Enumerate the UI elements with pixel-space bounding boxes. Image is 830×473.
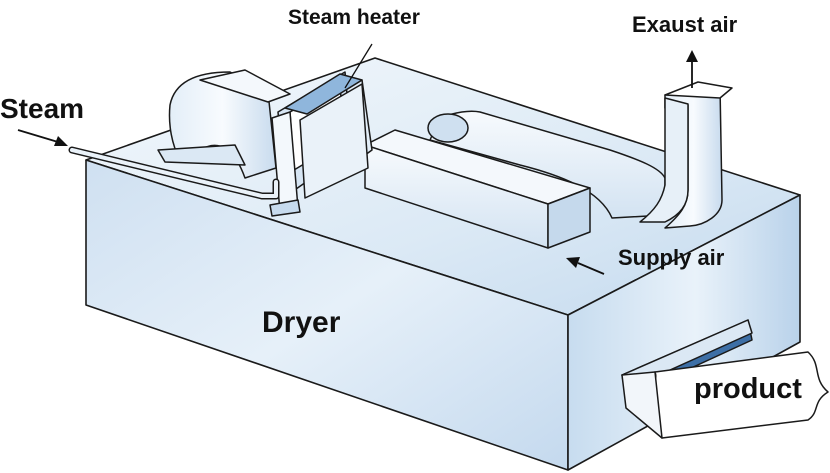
supply-arrow-head <box>566 257 580 268</box>
label-exhaust-air: Exaust air <box>632 12 738 37</box>
heater-leader-line <box>344 43 373 89</box>
inlet-base-plate <box>157 144 246 166</box>
steam-arrow-head <box>54 136 68 146</box>
label-dryer: Dryer <box>262 306 341 339</box>
exhaust-duct-horizontal <box>429 110 666 219</box>
exhaust-duct-opening <box>664 81 733 99</box>
label-product: product <box>694 373 802 405</box>
heater-top-slot <box>284 73 363 115</box>
supply-arrow-shaft <box>577 262 605 275</box>
label-steam: Steam <box>0 93 84 124</box>
label-supply-air: Supply air <box>618 245 725 270</box>
heater-foot <box>269 199 301 217</box>
steam-pipe-fill <box>70 148 278 198</box>
product-outlet <box>621 319 829 439</box>
exhaust-duct-front <box>639 97 689 223</box>
label-steam-heater: Steam heater <box>288 6 420 29</box>
annotations <box>17 43 698 275</box>
exhaust-duct-end <box>427 113 469 143</box>
exhaust-duct <box>427 81 733 229</box>
heater-body <box>299 83 369 199</box>
exhaust-arrow-head <box>686 50 698 62</box>
supply-duct <box>364 129 591 249</box>
inlet-hood-top <box>199 69 291 103</box>
air-handler <box>157 69 373 217</box>
supply-duct-end <box>547 187 591 249</box>
product-sheet-edge <box>621 371 663 439</box>
steam-pipe <box>68 146 280 200</box>
steam-arrow-shaft <box>17 129 59 143</box>
